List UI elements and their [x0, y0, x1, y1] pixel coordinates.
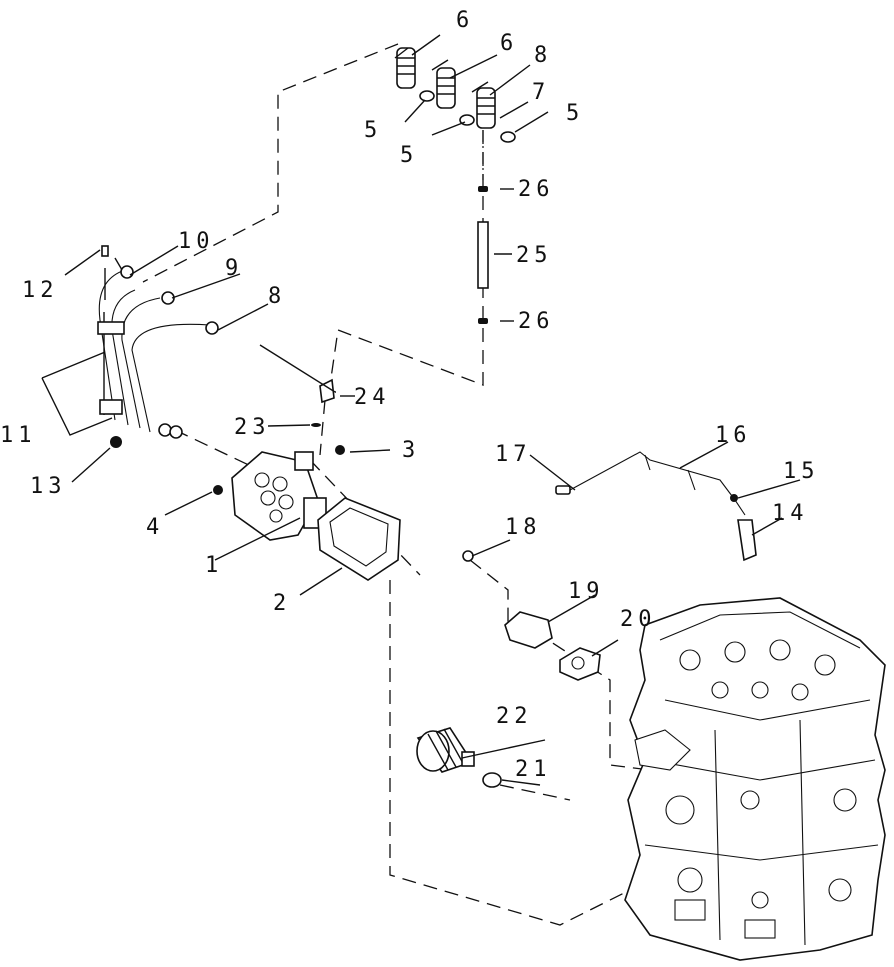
- callout-4: 4: [146, 515, 164, 540]
- callout-2: 2: [273, 591, 291, 616]
- callout-21: 21: [515, 757, 552, 782]
- callout-5a: 5: [364, 118, 382, 143]
- callout-15: 15: [783, 459, 820, 484]
- callout-12: 12: [22, 278, 59, 303]
- pushrod-assembly: [477, 186, 489, 324]
- oil-filter: [416, 727, 502, 788]
- callout-6b: 6: [500, 31, 518, 56]
- engine-block: [624, 597, 886, 961]
- callout-20: 20: [620, 607, 657, 632]
- injection-nozzles: [394, 47, 496, 129]
- callout-10: 10: [178, 229, 215, 254]
- callout-6c: 7: [532, 80, 550, 105]
- callout-9: 9: [225, 256, 243, 281]
- callout-19: 19: [568, 579, 605, 604]
- callout-7: 8: [534, 43, 552, 68]
- callout-5c: 5: [566, 101, 584, 126]
- callout-16: 16: [715, 423, 752, 448]
- callout-17: 17: [495, 442, 532, 467]
- callout-11: 11: [0, 423, 37, 448]
- callout-14: 14: [772, 501, 809, 526]
- cover-plate-assembly: [462, 550, 601, 681]
- callout-26a: 26: [518, 177, 555, 202]
- callout-23: 23: [234, 415, 271, 440]
- callout-22: 22: [496, 704, 533, 729]
- callout-5b: 5: [400, 143, 418, 168]
- callout-6a: 6: [456, 8, 474, 33]
- injection-pipe-assembly: [97, 245, 219, 448]
- callout-1: 1: [205, 553, 223, 578]
- assembly-lines: [41, 43, 691, 926]
- callout-3: 3: [402, 438, 420, 463]
- callout-24: 24: [354, 385, 391, 410]
- callouts: 6 6 8 7 5 5 5 26 25 26 10 9 8 12 11 13 2…: [0, 8, 820, 782]
- callout-25: 25: [516, 243, 553, 268]
- callout-8: 8: [268, 284, 286, 309]
- fuel-return-line: [555, 451, 757, 562]
- callout-26b: 26: [518, 309, 555, 334]
- callout-13: 13: [30, 474, 67, 499]
- callout-18: 18: [505, 515, 542, 540]
- leader-lines: [64, 34, 801, 786]
- injection-pump: [213, 378, 401, 581]
